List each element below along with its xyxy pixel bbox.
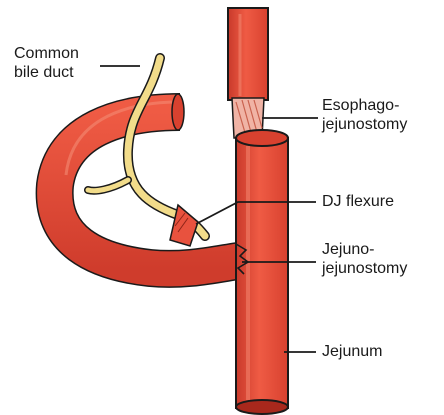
label-common-bile-duct: Common bile duct xyxy=(14,44,79,82)
label-jejunojejunostomy-line1: Jejuno- xyxy=(322,240,407,259)
label-jejunum-text: Jejunum xyxy=(322,342,382,361)
label-dj-flexure-text: DJ flexure xyxy=(322,192,394,211)
label-jejunum: Jejunum xyxy=(322,342,382,361)
label-jejunojejunostomy: Jejuno- jejunostomy xyxy=(322,240,407,278)
jejunum-limb xyxy=(236,130,288,414)
label-esophagojejunostomy: Esophago- jejunostomy xyxy=(322,96,407,134)
label-esophagojejunostomy-line1: Esophago- xyxy=(322,96,407,115)
roux-loop xyxy=(55,94,246,269)
bile-duct xyxy=(88,58,205,236)
label-dj-flexure: DJ flexure xyxy=(322,192,394,211)
label-common-bile-duct-line2: bile duct xyxy=(14,63,79,82)
esophagus xyxy=(228,8,268,100)
label-jejunojejunostomy-line2: jejunostomy xyxy=(322,259,407,278)
label-esophagojejunostomy-line2: jejunostomy xyxy=(322,115,407,134)
label-common-bile-duct-line1: Common xyxy=(14,44,79,63)
